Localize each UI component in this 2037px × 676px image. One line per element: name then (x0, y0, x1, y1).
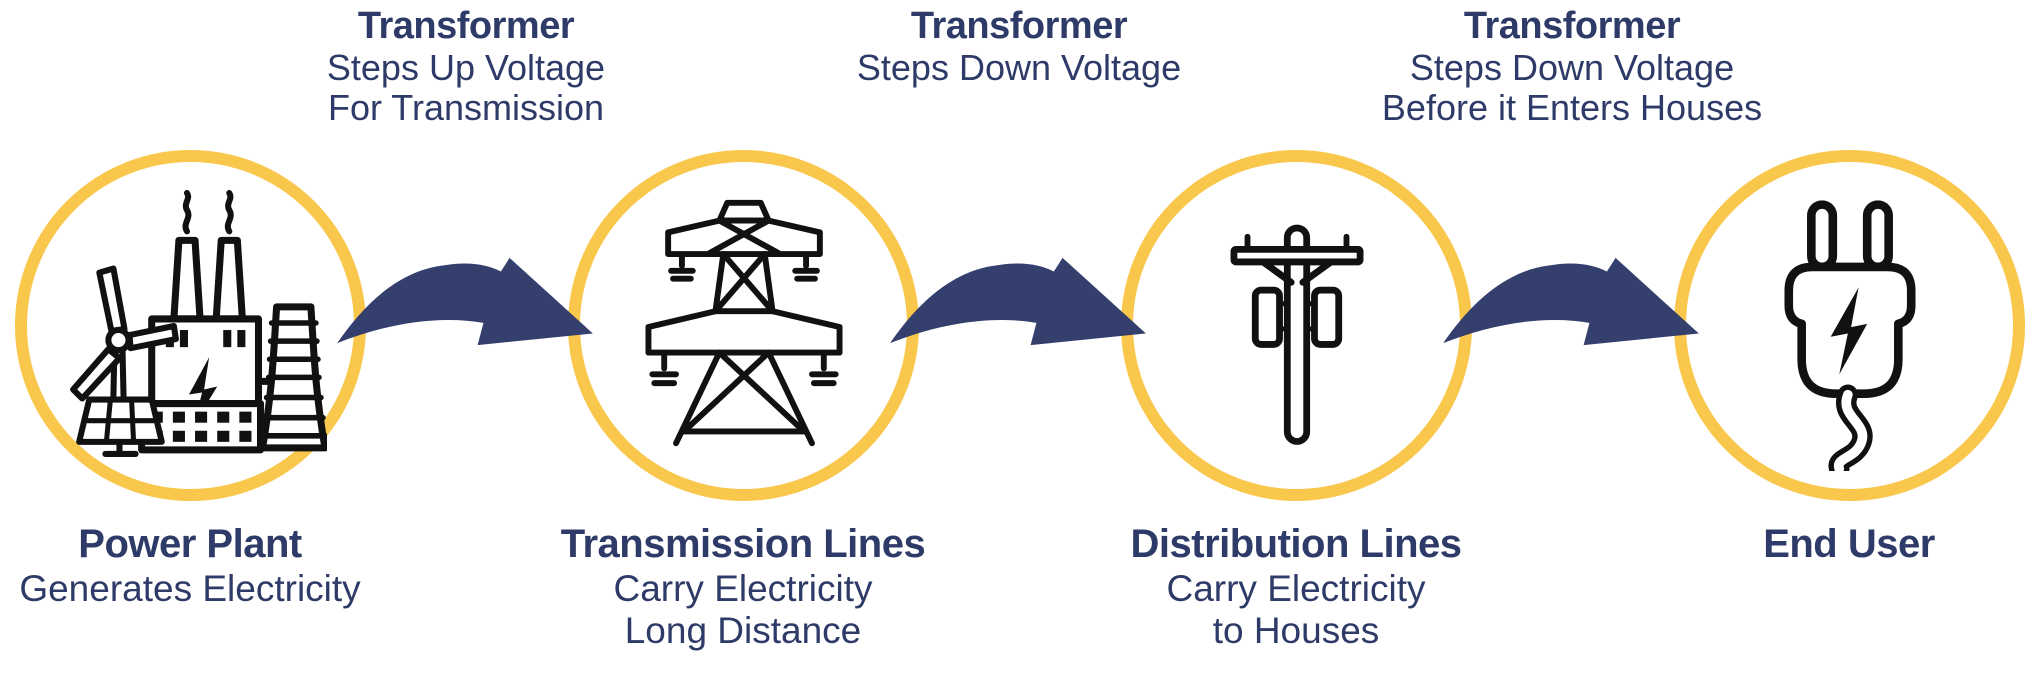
transformer-title: Transformer (357, 5, 575, 47)
stage-circle-distribution-lines (1121, 150, 1472, 501)
curved-right-arrow-icon (890, 257, 1146, 346)
curved-right-arrow-icon (1443, 257, 1699, 346)
stage-label-transmission-lines: Transmission Lines Carry Electricity Lon… (463, 520, 1023, 652)
transformer-title: Transformer (910, 5, 1128, 47)
transmission-tower-icon (644, 199, 843, 446)
stage-title: Power Plant (78, 522, 302, 566)
flow-arrow-1 (331, 256, 601, 348)
transformer-label-2: Transformer Steps Down Voltage (759, 4, 1279, 88)
stage-circle-end-user (1674, 150, 2025, 501)
stage-desc-line: to Houses (1212, 610, 1380, 651)
curved-right-arrow-icon (337, 257, 593, 346)
power-plug-icon (1783, 199, 1916, 471)
stage-label-power-plant: Power Plant Generates Electricity (0, 520, 470, 610)
transformer-desc-line: Steps Down Voltage (856, 47, 1182, 88)
stage-circle-power-plant (15, 150, 366, 501)
stage-circle-transmission-lines (568, 150, 919, 501)
transformer-title: Transformer (1463, 5, 1681, 47)
transformer-label-1: Transformer Steps Up Voltage For Transmi… (206, 4, 726, 128)
transformer-label-3: Transformer Steps Down Voltage Before it… (1312, 4, 1832, 128)
stage-desc-line: Carry Electricity (1166, 568, 1426, 609)
stage-desc-line: Long Distance (624, 610, 862, 651)
flow-arrow-3 (1437, 256, 1707, 348)
stage-label-distribution-lines: Distribution Lines Carry Electricity to … (1016, 520, 1576, 652)
transformer-desc-line: Steps Up Voltage (326, 47, 606, 88)
transformer-desc-line: Steps Down Voltage (1409, 47, 1735, 88)
utility-pole-icon (1230, 224, 1363, 445)
stage-label-end-user: End User (1569, 520, 2037, 568)
stage-title: End User (1763, 522, 1935, 566)
transformer-desc-line: For Transmission (327, 87, 605, 128)
stage-desc-line: Carry Electricity (613, 568, 873, 609)
transformer-desc-line: Before it Enters Houses (1381, 87, 1763, 128)
stage-title: Distribution Lines (1130, 522, 1463, 566)
stage-title: Transmission Lines (560, 522, 926, 566)
stage-desc-line: Generates Electricity (19, 568, 361, 609)
power-plant-icon (69, 189, 327, 457)
flow-arrow-2 (884, 256, 1154, 348)
